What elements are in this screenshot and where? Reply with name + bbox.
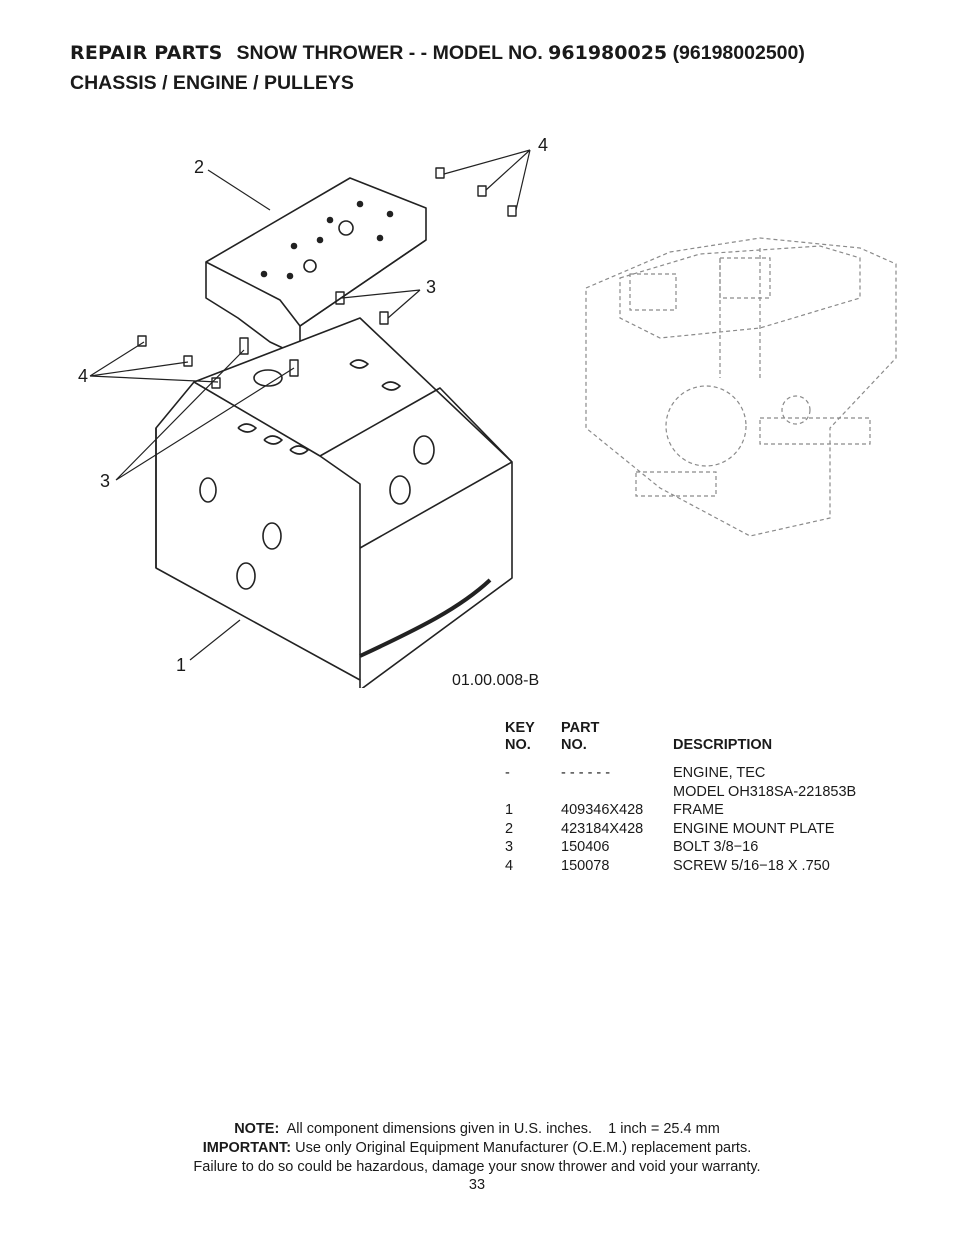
- figure-id: 01.00.008-B: [452, 672, 540, 689]
- note-label: NOTE:: [234, 1121, 280, 1137]
- header-line-2: CHASSIS / ENGINE / PULLEYS: [70, 72, 354, 94]
- important-text: Use only Original Equipment Manufacturer…: [295, 1140, 752, 1156]
- important-line: IMPORTANT: Use only Original Equipment M…: [0, 1139, 954, 1158]
- frame-drawing: [155, 317, 513, 688]
- description-cell: ENGINE MOUNT PLATE: [673, 820, 835, 837]
- description-cell: MODEL OH318SA-221853B: [673, 783, 857, 800]
- key-cell: -: [505, 765, 510, 781]
- part-cell: 150406: [561, 839, 610, 856]
- key-cell: 4: [505, 857, 514, 874]
- callout-3-left: 3: [100, 471, 111, 491]
- key-cell: [505, 783, 561, 802]
- table-row: 2 423184X428 ENGINE MOUNT PLATE: [505, 820, 925, 839]
- note-line: NOTE: All component dimensions given in …: [0, 1120, 954, 1139]
- key-cell: 3: [505, 839, 514, 856]
- description-cell: SCREW 5/16−18 X .750: [673, 857, 830, 874]
- description-cell: FRAME: [673, 802, 724, 819]
- key-header-line2: NO.: [505, 737, 531, 753]
- part-header-line2: NO.: [561, 737, 587, 753]
- model-number: 961980025: [548, 42, 668, 64]
- table-row: 3 150406 BOLT 3/8−16: [505, 838, 925, 857]
- callout-3-top: 3: [426, 277, 437, 297]
- page-footer: NOTE: All component dimensions given in …: [0, 1120, 954, 1177]
- page-header: REPAIR PARTS SNOW THROWER - - MODEL NO. 9…: [70, 38, 930, 98]
- key-header-line1: KEY: [505, 720, 535, 736]
- description-cell: ENGINE, TEC: [673, 765, 766, 781]
- engine-mount-plate-drawing: [205, 177, 427, 357]
- part-cell: 150078: [561, 857, 610, 874]
- part-header-line1: PART: [561, 720, 600, 736]
- important-label: IMPORTANT:: [202, 1140, 292, 1156]
- exploded-parts-diagram: [89, 149, 897, 688]
- table-row: - - - - - - - ENGINE, TEC: [505, 764, 925, 783]
- description-cell: BOLT 3/8−16: [673, 839, 759, 856]
- table-row: 1 409346X428 FRAME: [505, 801, 925, 820]
- callout-4-left: 4: [78, 366, 89, 386]
- description-header: DESCRIPTION: [673, 737, 773, 753]
- engine-outline-drawing: [585, 237, 897, 537]
- callout-4-top: 4: [538, 135, 549, 155]
- header-product-text: SNOW THROWER - - MODEL NO.: [236, 42, 543, 64]
- part-cell: - - - - - -: [561, 765, 611, 781]
- key-cell: 1: [505, 802, 514, 819]
- callout-1: 1: [176, 655, 187, 675]
- part-cell: 423184X428: [561, 820, 644, 837]
- header-line-1: REPAIR PARTS SNOW THROWER - - MODEL NO. 9…: [70, 38, 930, 68]
- key-cell: 2: [505, 820, 514, 837]
- part-cell: [561, 783, 673, 802]
- part-cell: 409346X428: [561, 802, 644, 819]
- repair-parts-label: REPAIR PARTS: [70, 42, 223, 64]
- model-number-alt: (96198002500): [672, 42, 805, 64]
- callout-2: 2: [194, 157, 205, 177]
- warning-line: Failure to do so could be hazardous, dam…: [193, 1159, 761, 1175]
- table-row: MODEL OH318SA-221853B: [505, 783, 925, 802]
- note-text: All component dimensions given in U.S. i…: [286, 1121, 720, 1137]
- callout-leaders: [89, 149, 531, 661]
- page-number: 33: [468, 1177, 486, 1193]
- table-row: 4 150078 SCREW 5/16−18 X .750: [505, 857, 925, 876]
